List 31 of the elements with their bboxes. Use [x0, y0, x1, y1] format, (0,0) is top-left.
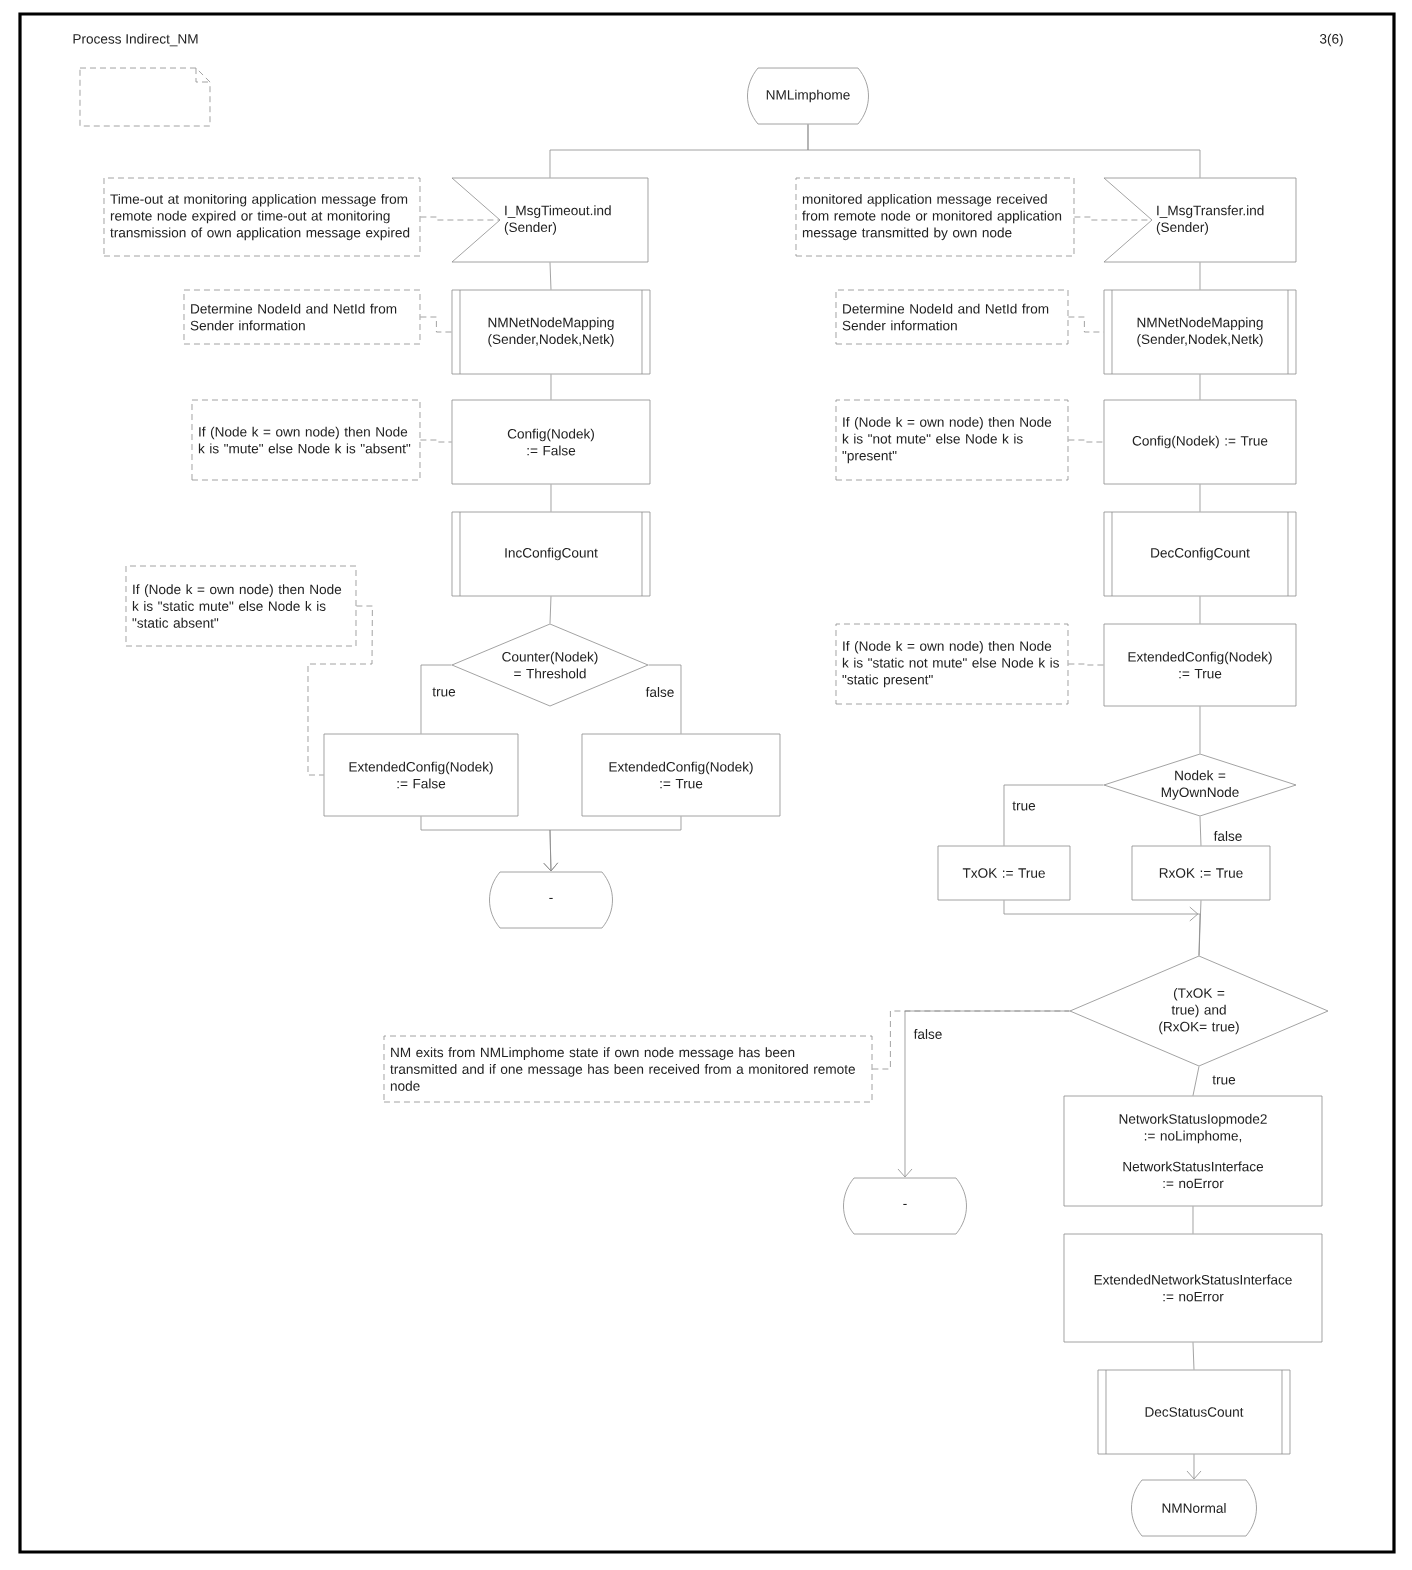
- flow-line: [549, 596, 552, 624]
- flow-line: [1003, 900, 1201, 956]
- flow-line: [1199, 706, 1201, 754]
- flow-line: [1192, 1066, 1200, 1096]
- flow-line: [543, 816, 682, 872]
- flow-line: [549, 262, 552, 290]
- flow-line: [1199, 262, 1201, 290]
- comment-line: [1068, 663, 1104, 666]
- flow-line: [648, 664, 682, 734]
- comment-line: [307, 605, 373, 776]
- text-symbol: [79, 67, 211, 127]
- comment-line: [420, 316, 452, 333]
- flow-line: [1199, 484, 1201, 512]
- flow-line: [1199, 596, 1201, 624]
- comment-line: [1074, 216, 1152, 221]
- comment-line: [420, 439, 452, 443]
- flow-line: [807, 124, 1201, 178]
- flow-line: [1199, 374, 1201, 400]
- flow-line: [1186, 1454, 1202, 1480]
- flow-line: [1192, 1342, 1195, 1370]
- flow-line: [897, 1010, 1070, 1178]
- comment-line: [1068, 316, 1104, 333]
- comment-line: [872, 1010, 1070, 1070]
- flow-line: [1003, 784, 1104, 846]
- flow-line: [550, 484, 552, 512]
- flow-line: [1199, 816, 1202, 846]
- flow-line: [420, 664, 452, 734]
- flow-line: [1192, 1206, 1194, 1234]
- flow-line: [550, 374, 552, 400]
- flow-line: [1198, 900, 1202, 956]
- comment-line: [1068, 439, 1104, 443]
